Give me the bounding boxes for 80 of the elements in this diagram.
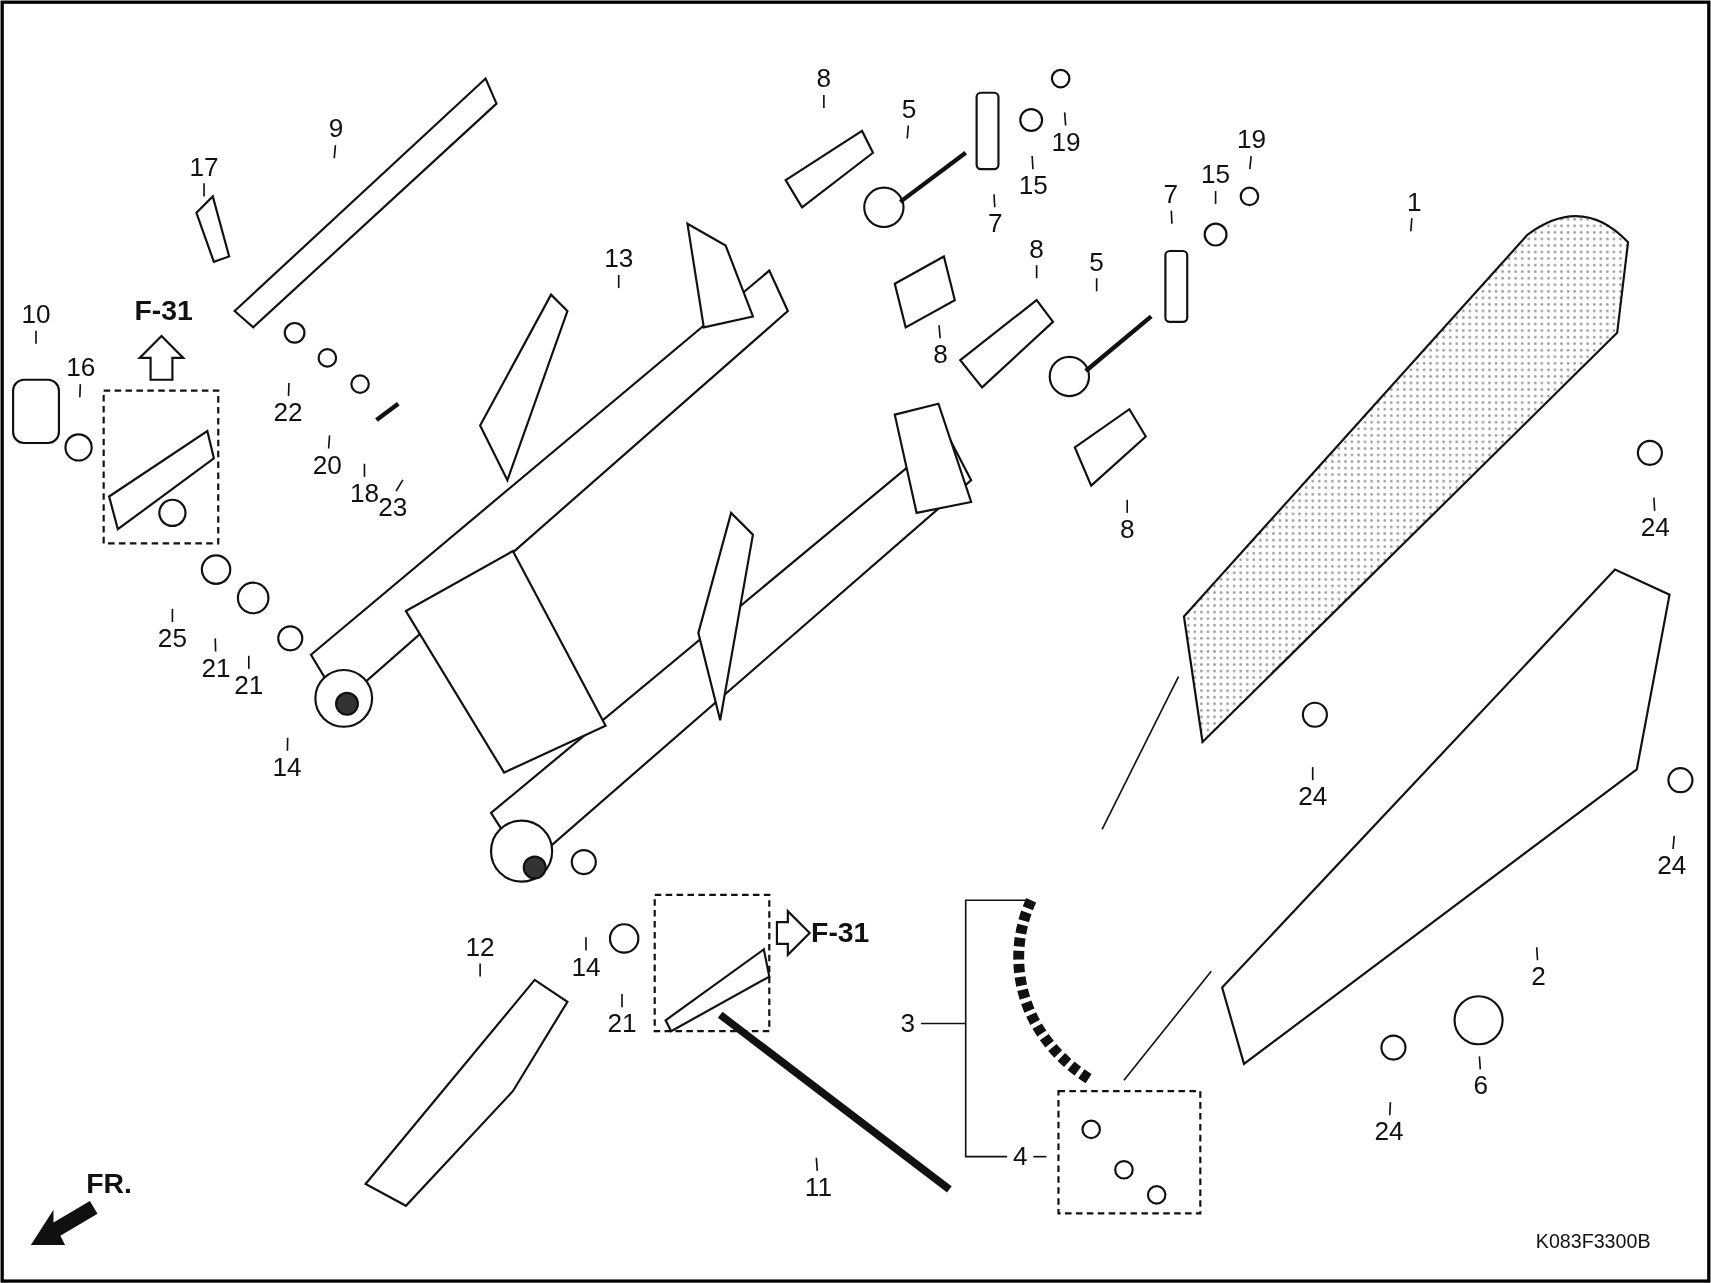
callout-number: 6 — [1473, 1071, 1489, 1100]
leader-line — [1035, 264, 1038, 280]
leader-line — [327, 434, 331, 450]
leader-line — [363, 462, 366, 478]
callout-number: 21 — [201, 653, 231, 682]
leader-line — [993, 193, 996, 209]
leader-line — [617, 274, 620, 289]
leader-line — [1032, 1155, 1048, 1158]
leader-line — [920, 899, 1027, 1158]
callout-number: 19 — [1051, 127, 1081, 157]
callout-number: 13 — [604, 244, 634, 273]
leader-line — [171, 608, 174, 623]
callout-number: 12 — [465, 933, 495, 962]
callout-number: 25 — [157, 624, 187, 653]
leader-line — [1672, 835, 1676, 850]
callout-number: 9 — [328, 114, 344, 143]
callout-number: 8 — [816, 64, 832, 93]
callout-number: 8 — [1119, 515, 1135, 544]
callout-number: 21 — [607, 1009, 637, 1038]
leader-line — [1535, 946, 1539, 962]
leader-line — [1170, 209, 1173, 225]
callout-number: 19 — [1237, 125, 1267, 154]
leader-line — [35, 329, 37, 345]
diagram-code: K083F3300B — [1535, 1230, 1651, 1254]
front-direction-text: FR. — [86, 1167, 132, 1201]
callout-number: 11 — [804, 1173, 832, 1202]
leader-line — [1478, 1055, 1482, 1071]
callout-number: 4 — [1013, 1142, 1028, 1171]
callout-number: 24 — [1640, 512, 1670, 542]
callout-number: 2 — [1531, 962, 1546, 991]
callout-number: 8 — [933, 340, 948, 369]
leader-line — [823, 94, 825, 109]
leader-line — [286, 736, 289, 752]
callout-number: 10 — [21, 300, 51, 329]
leader-line — [1248, 155, 1252, 170]
leader-line — [815, 1157, 819, 1172]
callout-number: 15 — [1201, 160, 1231, 189]
leader-line — [479, 962, 481, 978]
callout-number: 5 — [1089, 247, 1104, 277]
leader-line — [1410, 217, 1413, 233]
callout-number: 17 — [189, 152, 219, 182]
callout-number: 3 — [900, 1009, 916, 1038]
leader-line — [1063, 111, 1067, 127]
leader-line — [203, 182, 205, 198]
callout-number: 22 — [273, 398, 303, 427]
callout-number: 14 — [272, 752, 302, 782]
callout-number: 24 — [1657, 851, 1687, 880]
callout-number: 23 — [378, 493, 408, 522]
leader-line — [1388, 1101, 1392, 1117]
callout-number: 15 — [1018, 171, 1048, 200]
leader-line — [1311, 766, 1314, 782]
reference-code: F-31 — [134, 294, 193, 328]
callout-number: 20 — [312, 450, 342, 480]
leader-line — [906, 124, 910, 140]
leader-line — [79, 383, 82, 398]
leader-line — [621, 993, 623, 1008]
callout-number: 24 — [1298, 782, 1328, 811]
callout-number: 5 — [901, 94, 917, 124]
reference-code: F-31 — [811, 916, 870, 950]
callout-number: 16 — [66, 353, 96, 382]
callout-number: 14 — [571, 952, 601, 981]
leader-line — [395, 479, 404, 492]
callout-number: 7 — [987, 209, 1003, 238]
leader-line — [1031, 155, 1034, 170]
leader-line — [214, 637, 217, 653]
leader-line — [247, 655, 250, 670]
leader-line — [287, 382, 290, 397]
leader-line — [1126, 498, 1129, 514]
callout-number: 18 — [349, 479, 380, 508]
leader-line — [1653, 496, 1656, 512]
callout-number: 8 — [1029, 234, 1044, 263]
callout-number: 21 — [234, 671, 264, 700]
leader-line — [585, 936, 587, 952]
leader-line — [938, 324, 941, 340]
callout-number: 1 — [1406, 187, 1422, 217]
leader-line — [333, 144, 337, 159]
leader-line — [1095, 277, 1098, 293]
leader-line — [1214, 190, 1217, 205]
callout-number: 24 — [1374, 1117, 1404, 1146]
callout-number: 7 — [1163, 180, 1179, 209]
